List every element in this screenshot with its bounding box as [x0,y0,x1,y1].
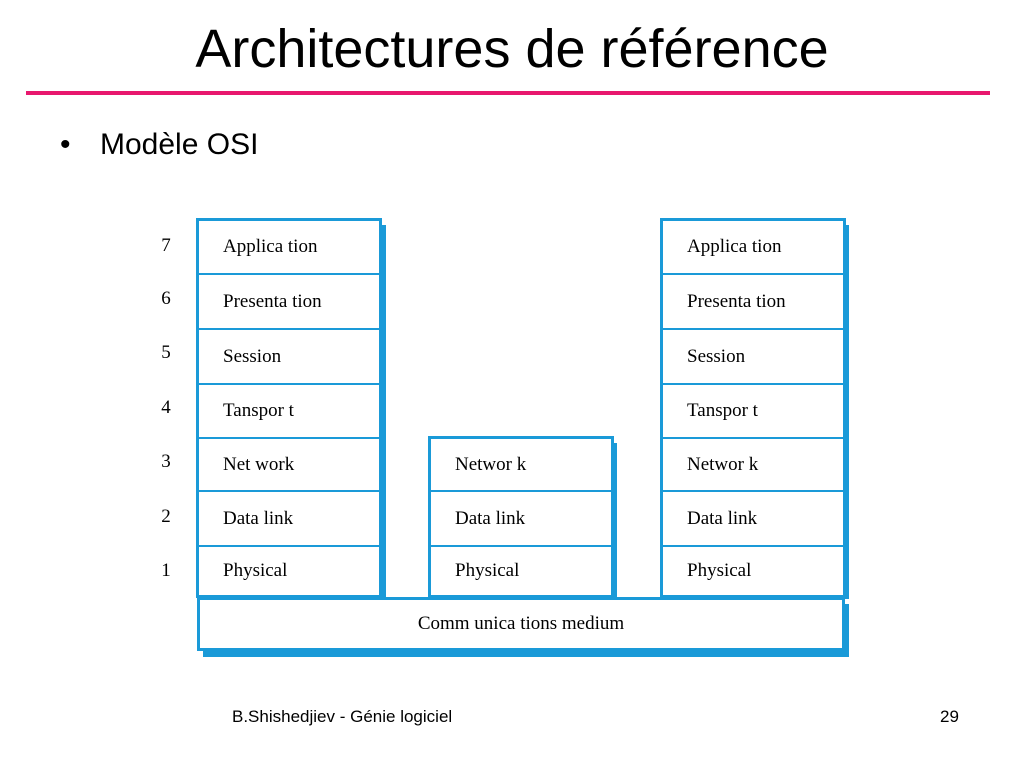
right-layer-session: Session [663,330,843,385]
footer-text: B.Shishedjiev - Génie logiciel [232,707,453,726]
bullet-item: • Modèle OSI [60,128,258,162]
layer-number-7: 7 [161,235,171,256]
left-layer-transport: Tanspor t [199,385,379,439]
communications-medium-box: Comm unica tions medium [197,597,845,651]
right-layer-presentation: Presenta tion [663,275,843,330]
bullet-dot: • [60,128,71,161]
left-layer-presentation: Presenta tion [199,275,379,330]
left-layer-application: Applica tion [199,221,379,275]
title-underline [26,91,990,95]
layer-number-1: 1 [161,560,171,581]
middle-layer-physical: Physical [455,560,520,581]
right-layer-application: Applica tion [663,221,843,275]
right-osi-stack: Applica tion Presenta tion Session Tansp… [660,218,846,598]
layer-number-5: 5 [161,342,171,363]
layer-number-6: 6 [161,288,171,309]
right-layer-transport: Tanspor t [663,385,843,439]
left-layer-data-link: Data link [199,492,379,547]
layer-number-4: 4 [161,397,171,418]
left-osi-stack: Applica tion Presenta tion Session Tansp… [196,218,382,598]
page-number: 29 [940,707,959,726]
layer-number-3: 3 [161,451,171,472]
left-layer-session: Session [199,330,379,385]
left-layer-network: Net work [199,439,379,492]
communications-medium-label: Comm unica tions medium [417,613,625,634]
middle-osi-stack: Networ k Data link Physical [428,436,614,598]
middle-layer-data-link: Data link [431,492,611,547]
layer-number-2: 2 [161,506,171,527]
right-layer-physical: Physical [687,560,752,581]
left-layer-physical: Physical [223,560,288,581]
right-layer-network: Networ k [663,439,843,492]
slide-title: Architectures de référence [195,19,829,79]
middle-layer-network: Networ k [431,439,611,492]
bullet-text: Modèle OSI [100,128,259,161]
right-layer-data-link: Data link [663,492,843,547]
